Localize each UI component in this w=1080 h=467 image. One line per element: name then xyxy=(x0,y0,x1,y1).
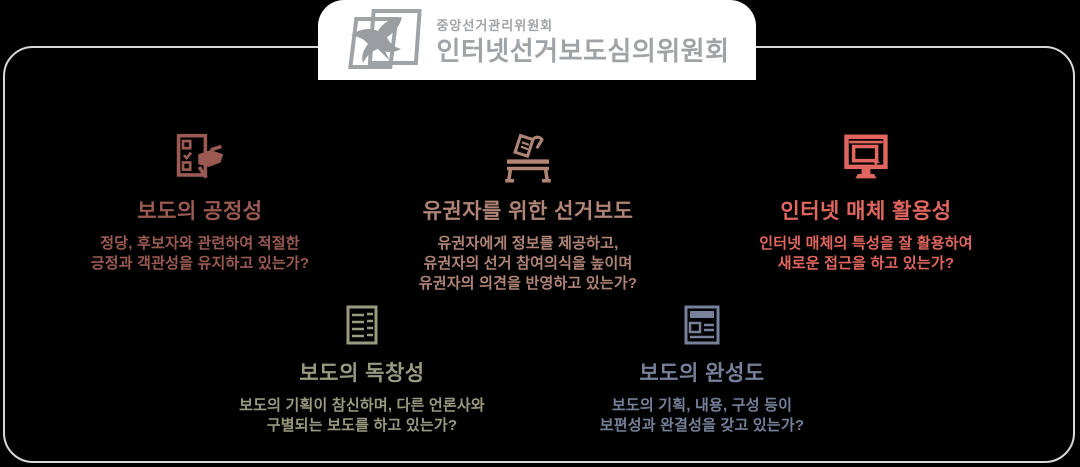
section-internet-media: 인터넷 매체 활용성 인터넷 매체의 특성을 잘 활용하여 새로운 접근을 하고… xyxy=(686,131,1046,274)
monitor-icon xyxy=(686,131,1046,183)
nec-bird-logo-icon xyxy=(348,9,423,69)
notepad-icon xyxy=(182,303,542,345)
section-title: 유권자를 위한 선거보도 xyxy=(422,200,634,223)
newspaper-icon xyxy=(522,303,882,345)
section-description: 보도의 기획이 참신하며, 다른 언론사와 구별되는 보도를 하고 있는가? xyxy=(239,397,485,434)
section-title: 인터넷 매체 활용성 xyxy=(780,200,952,223)
section-title: 보도의 완성도 xyxy=(639,362,765,385)
logo-org-small: 중앙선거관리위원회 xyxy=(436,17,554,33)
section-voters: 유권자를 위한 선거보도 유권자에게 정보를 제공하고, 유권자의 선거 참여의… xyxy=(348,131,708,294)
section-description: 인터넷 매체의 특성을 잘 활용하여 새로운 접근을 하고 있는가? xyxy=(759,235,973,272)
section-description: 유권자에게 정보를 제공하고, 유권자의 선거 참여의식을 높이며 유권자의 의… xyxy=(418,235,638,292)
ballot-box-icon xyxy=(348,131,708,183)
logo-org-large: 인터넷선거보도심의위원회 xyxy=(436,35,730,66)
section-completeness: 보도의 완성도 보도의 기획, 내용, 구성 등이 보편성과 완결성을 갖고 있… xyxy=(522,303,882,436)
ballot-hand-icon xyxy=(20,131,380,183)
section-originality: 보도의 독창성 보도의 기획이 참신하며, 다른 언론사와 구별되는 보도를 하… xyxy=(182,303,542,436)
section-description: 정당, 후보자와 관련하여 적절한 긍정과 객관성을 유지하고 있는가? xyxy=(90,235,310,272)
logo-box[interactable]: 중앙선거관리위원회 인터넷선거보도심의위원회 xyxy=(318,0,756,80)
section-description: 보도의 기획, 내용, 구성 등이 보편성과 완결성을 갖고 있는가? xyxy=(599,397,805,434)
section-title: 보도의 공정성 xyxy=(137,200,263,223)
section-fairness: 보도의 공정성 정당, 후보자와 관련하여 적절한 긍정과 객관성을 유지하고 … xyxy=(20,131,380,274)
section-title: 보도의 독창성 xyxy=(299,362,425,385)
logo-text: 중앙선거관리위원회 인터넷선거보도심의위원회 xyxy=(436,15,729,66)
